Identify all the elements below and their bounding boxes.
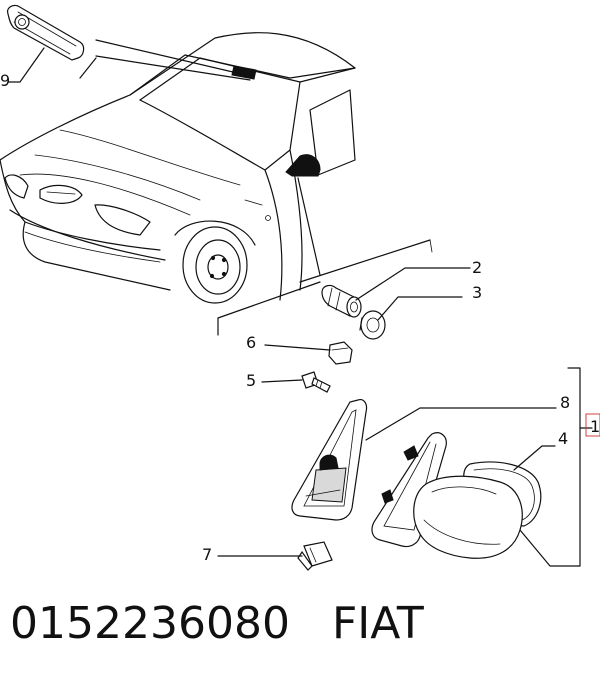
part-6-nut: [264, 341, 353, 365]
part-caption: 0152236080 FIAT: [10, 598, 424, 658]
parts-diagram: 9 2 3 6 5 8: [0, 4, 600, 571]
callout-2: 2: [472, 258, 482, 277]
part-5-screw: [261, 371, 331, 393]
callout-3: 3: [472, 283, 482, 302]
brand-name: FIAT: [331, 598, 424, 649]
part-number: 0152236080: [10, 598, 290, 649]
leader-exterior-mirror: [297, 177, 321, 276]
leader-interior-mirror-3: [79, 57, 97, 79]
part-mirror-housing: [371, 432, 579, 567]
part-2-adjuster: [321, 267, 471, 318]
assembly-bracket: [567, 367, 593, 567]
callout-6: 6: [246, 333, 256, 352]
callout-1: 1: [590, 417, 600, 436]
callout-7: 7: [202, 545, 212, 564]
leader-interior-mirror: [95, 39, 251, 77]
callout-5: 5: [246, 371, 256, 390]
callout-4: 4: [558, 429, 568, 448]
leader-interior-mirror-2: [95, 55, 251, 81]
car-illustration: [0, 32, 433, 336]
part-3-grommet: [359, 296, 463, 340]
part-8-triangle-cover: [291, 399, 557, 521]
part-7-clip: [217, 541, 333, 571]
callout-8: 8: [560, 393, 570, 412]
part-9-interior-mirror: [7, 4, 85, 83]
callout-9: 9: [0, 71, 10, 90]
callout-1-box: [585, 413, 600, 437]
